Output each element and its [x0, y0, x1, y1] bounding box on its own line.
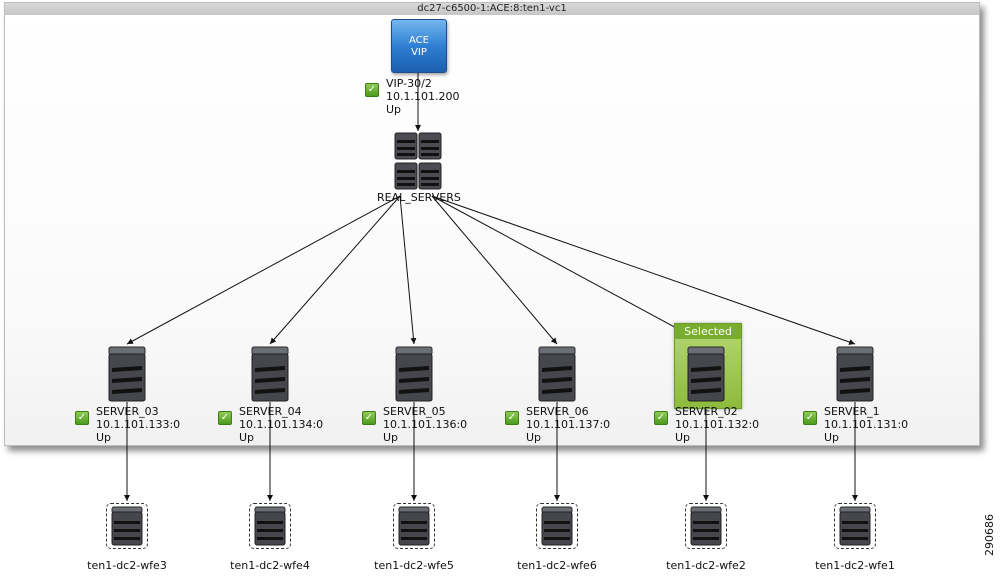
backend-label: ten1-dc2-wfe2 [666, 559, 746, 572]
backend-server-icon[interactable] [536, 503, 578, 549]
server-farm-icon[interactable] [394, 131, 444, 191]
server-name: SERVER_02 [675, 405, 738, 418]
server-status: Up [239, 431, 255, 444]
server-icon[interactable] [836, 346, 874, 402]
farm-to-server-link [269, 195, 401, 345]
farm-to-server-link [431, 195, 558, 345]
server-icon[interactable] [687, 346, 725, 402]
server-name: SERVER_04 [239, 405, 302, 418]
vip-ip: 10.1.101.200 [386, 90, 460, 103]
server-name: SERVER_1 [824, 405, 880, 418]
server-ip: 10.1.101.136:0 [383, 418, 468, 431]
backend-label: ten1-dc2-wfe1 [815, 559, 895, 572]
farm-to-server-link [431, 195, 856, 345]
server-status: Up [526, 431, 542, 444]
server-name: SERVER_05 [383, 405, 446, 418]
server-name: SERVER_06 [526, 405, 589, 418]
vip-icon-line2: VIP [411, 47, 427, 58]
topology-panel: dc27-c6500-1:ACE:8:ten1-vc1 [4, 2, 980, 446]
server-icon[interactable] [251, 346, 289, 402]
ace-vip-icon[interactable]: ACE VIP [391, 19, 447, 73]
vip-status-check-icon: ✓ [365, 83, 379, 97]
server-status-check-icon: ✓ [218, 411, 232, 425]
server-status-check-icon: ✓ [654, 411, 668, 425]
server-farm-label: REAL_SERVERS [377, 191, 461, 204]
backend-server-icon[interactable] [834, 503, 876, 549]
server-status: Up [383, 431, 399, 444]
server-status-check-icon: ✓ [75, 411, 89, 425]
backend-label: ten1-dc2-wfe3 [87, 559, 167, 572]
vip-status: Up [386, 103, 402, 116]
server-status: Up [675, 431, 691, 444]
server-status: Up [96, 431, 112, 444]
backend-server-icon[interactable] [393, 503, 435, 549]
panel-title: dc27-c6500-1:ACE:8:ten1-vc1 [5, 3, 979, 15]
server-status-check-icon: ✓ [362, 411, 376, 425]
selected-label: Selected [675, 324, 741, 339]
server-icon[interactable] [395, 346, 433, 402]
farm-to-server-link [126, 195, 401, 345]
server-icon[interactable] [538, 346, 576, 402]
server-status: Up [824, 431, 840, 444]
backend-server-icon[interactable] [685, 503, 727, 549]
figure-code: 290686 [983, 514, 996, 556]
vip-icon-line1: ACE [409, 35, 429, 46]
server-ip: 10.1.101.134:0 [239, 418, 324, 431]
backend-server-icon[interactable] [106, 503, 148, 549]
farm-to-server-link [431, 195, 707, 345]
farm-to-server-link [399, 195, 417, 345]
server-ip: 10.1.101.137:0 [526, 418, 611, 431]
vip-label[interactable]: VIP-30/2 10.1.101.200 Up [386, 77, 459, 116]
server-status-check-icon: ✓ [505, 411, 519, 425]
backend-label: ten1-dc2-wfe5 [374, 559, 454, 572]
backend-label: ten1-dc2-wfe4 [230, 559, 310, 572]
server-ip: 10.1.101.131:0 [824, 418, 909, 431]
server-status-check-icon: ✓ [803, 411, 817, 425]
server-ip: 10.1.101.133:0 [96, 418, 181, 431]
backend-server-icon[interactable] [249, 503, 291, 549]
vip-name: VIP-30/2 [386, 77, 432, 90]
backend-label: ten1-dc2-wfe6 [517, 559, 597, 572]
server-icon[interactable] [108, 346, 146, 402]
server-ip: 10.1.101.132:0 [675, 418, 760, 431]
server-name: SERVER_03 [96, 405, 159, 418]
